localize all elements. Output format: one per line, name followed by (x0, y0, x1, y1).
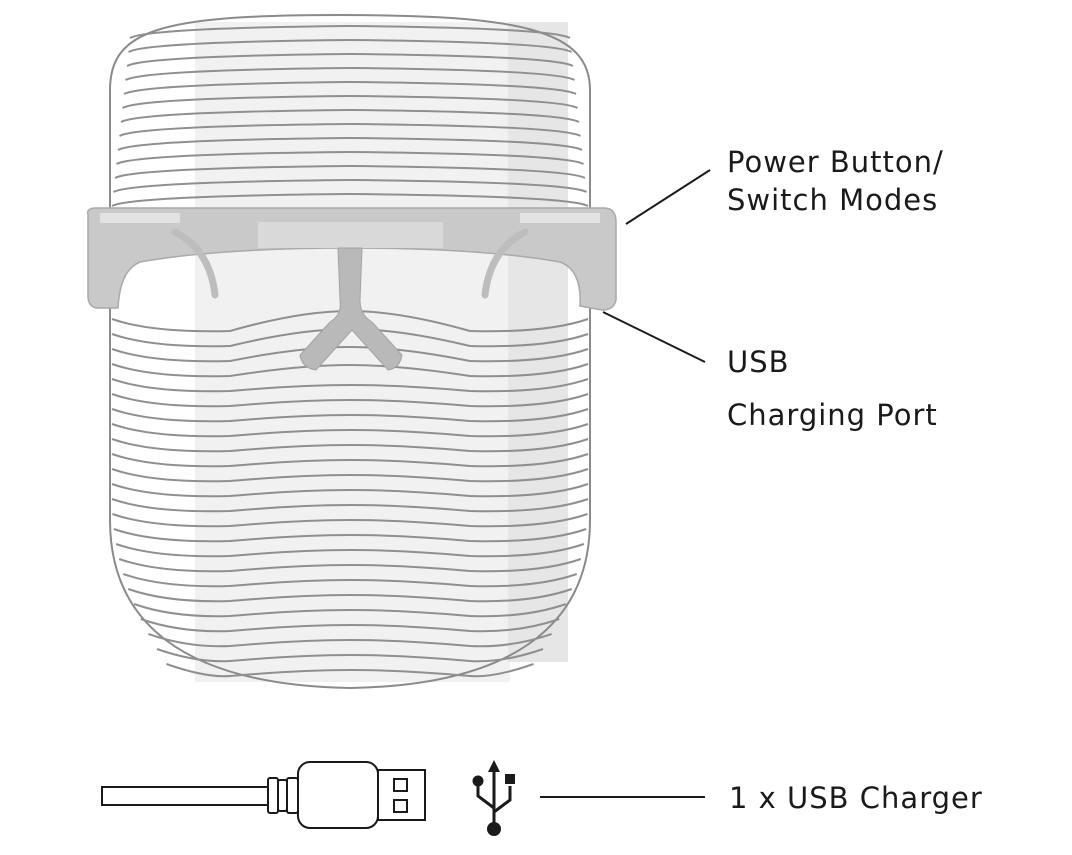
contour-line (122, 94, 578, 109)
usb-label-line1: USB (727, 345, 790, 379)
contour-line (111, 345, 589, 363)
mask-frame (86, 207, 617, 311)
usb-port-label: USB Charging Port (727, 343, 938, 434)
contour-line (111, 453, 589, 468)
power-label-line1: Power Button/ (727, 145, 944, 179)
usb-charger-label: 1 x USB Charger (729, 781, 983, 815)
contour-line (123, 80, 577, 95)
contour-line (111, 192, 589, 207)
contour-line (115, 543, 585, 558)
contour-line (111, 438, 589, 453)
contour-line (111, 483, 589, 498)
contour-line (111, 408, 589, 423)
frame-highlight-left (100, 213, 180, 223)
frame-highlight (258, 222, 443, 248)
usb-label-line2: Charging Port (727, 398, 938, 432)
temple-arm-right (481, 228, 529, 299)
usb-callout-line (602, 311, 706, 363)
contour-line (128, 38, 572, 53)
mask-panel (195, 22, 510, 682)
contour-line (125, 66, 575, 81)
usb-symbol-icon (472, 760, 515, 836)
contour-line (122, 573, 578, 588)
contour-line (111, 423, 589, 438)
power-label-line2: Switch Modes (727, 183, 939, 217)
frame-highlight-right (520, 213, 600, 223)
contour-line (119, 122, 581, 137)
contour-line (116, 150, 584, 165)
contour-line (117, 136, 583, 151)
contour-line (133, 603, 567, 618)
contour-line (148, 633, 552, 648)
contour-line (113, 528, 587, 543)
contour-line (111, 498, 589, 513)
nose-bridge (299, 247, 403, 371)
contour-line (126, 52, 574, 67)
contour-line (120, 108, 580, 123)
contour-line (156, 648, 544, 663)
contour-line (113, 178, 587, 193)
contour-line (140, 618, 560, 633)
led-face-mask (86, 13, 617, 690)
contour-line (111, 378, 589, 393)
contour-line (112, 513, 588, 528)
contour-line (127, 588, 573, 603)
contour-line (111, 468, 589, 483)
contour-line (114, 164, 586, 179)
contour-line (111, 393, 589, 408)
mask-contour-lines (111, 24, 589, 678)
contour-line (118, 558, 582, 573)
power-callout-line (625, 169, 711, 225)
contour-line (166, 663, 534, 678)
usb-cable-icon (101, 761, 426, 829)
contour-line (111, 363, 589, 378)
power-button-label: Power Button/ Switch Modes (727, 143, 944, 219)
temple-arm-left (171, 228, 219, 299)
contour-line (129, 24, 571, 39)
